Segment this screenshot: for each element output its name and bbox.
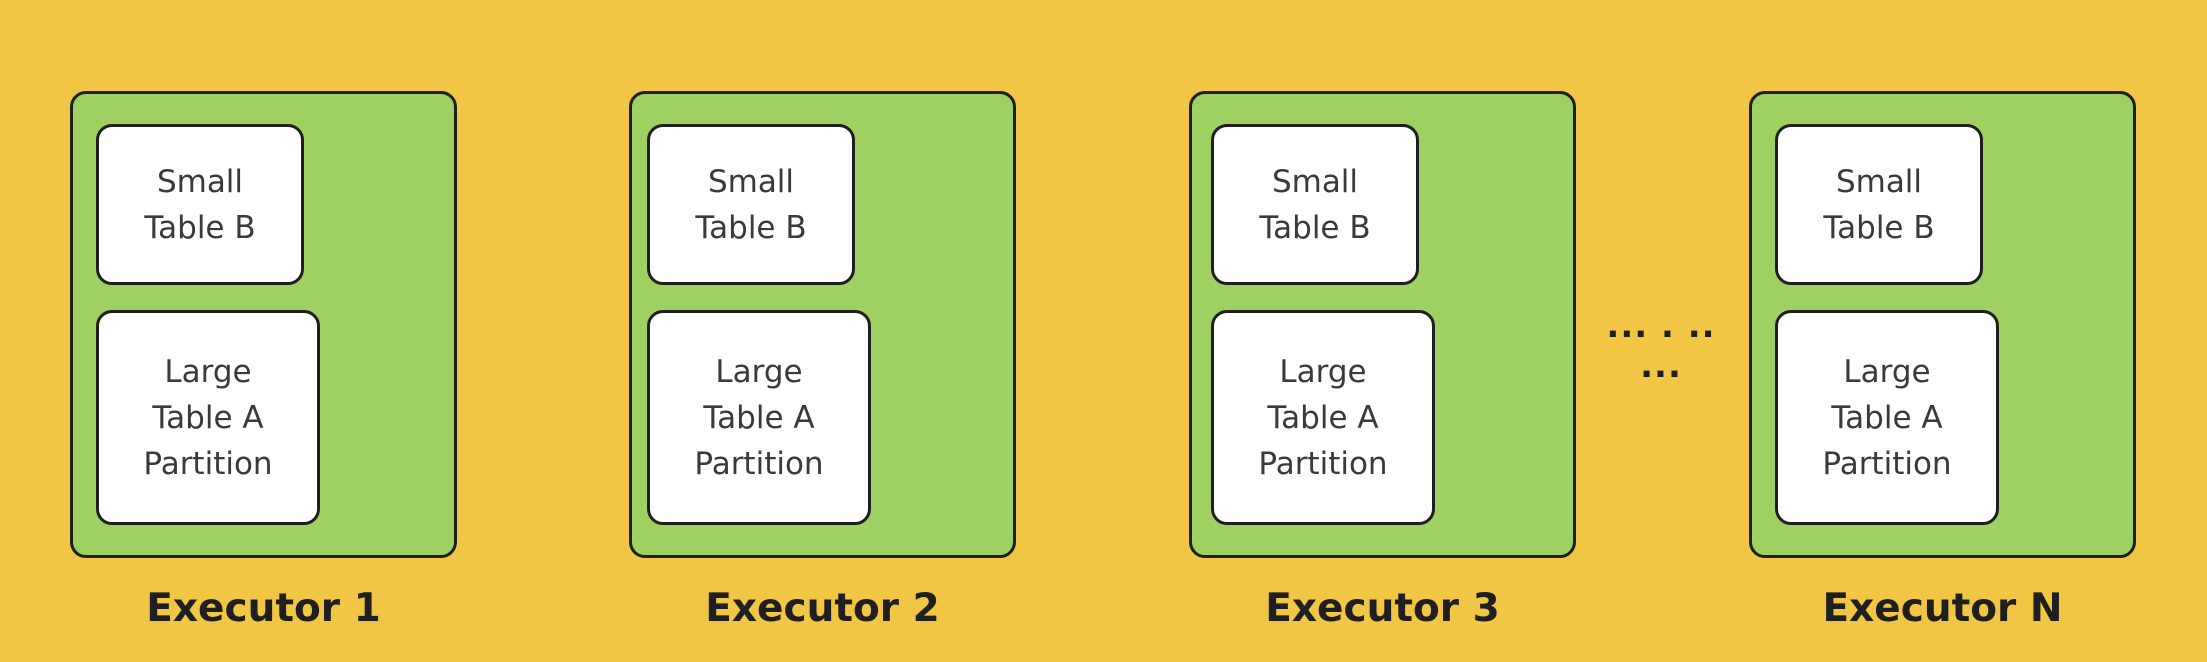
executor-n-small-table-b: Small Table B bbox=[1775, 124, 1983, 285]
large-table-line-1: Large bbox=[164, 353, 252, 390]
large-table-line-3: Partition bbox=[1822, 445, 1952, 482]
executor-2-container: Small Table B Large Table A Partition bbox=[629, 91, 1016, 558]
executor-1-small-table-b: Small Table B bbox=[96, 124, 304, 285]
small-table-line-2: Table B bbox=[144, 209, 256, 246]
executor-2-label: Executor 2 bbox=[705, 586, 940, 631]
small-table-line-1: Small bbox=[707, 163, 795, 200]
executor-3-label: Executor 3 bbox=[1265, 586, 1500, 631]
executor-n-large-table-a-partition: Large Table A Partition bbox=[1775, 310, 1999, 525]
large-table-line-3: Partition bbox=[694, 445, 824, 482]
large-table-line-2: Table A bbox=[152, 399, 264, 436]
small-table-line-2: Table B bbox=[1823, 209, 1935, 246]
small-table-line-1: Small bbox=[156, 163, 244, 200]
large-table-line-1: Large bbox=[1843, 353, 1931, 390]
large-table-line-2: Table A bbox=[1831, 399, 1943, 436]
large-table-line-3: Partition bbox=[143, 445, 273, 482]
executor-n-container: Small Table B Large Table A Partition bbox=[1749, 91, 2136, 558]
large-table-line-1: Large bbox=[715, 353, 803, 390]
executor-1-label: Executor 1 bbox=[146, 586, 381, 631]
executor-2-small-table-b: Small Table B bbox=[647, 124, 855, 285]
large-table-line-1: Large bbox=[1279, 353, 1367, 390]
ellipsis-separator: ... . .. ... bbox=[1606, 306, 1716, 386]
executor-n-label: Executor N bbox=[1822, 586, 2063, 631]
small-table-line-1: Small bbox=[1271, 163, 1359, 200]
large-table-line-2: Table A bbox=[1267, 399, 1379, 436]
executor-2-large-table-a-partition: Large Table A Partition bbox=[647, 310, 871, 525]
small-table-line-1: Small bbox=[1835, 163, 1923, 200]
executor-1-large-table-a-partition: Large Table A Partition bbox=[96, 310, 320, 525]
executor-3-container: Small Table B Large Table A Partition bbox=[1189, 91, 1576, 558]
large-table-line-3: Partition bbox=[1258, 445, 1388, 482]
executor-3-large-table-a-partition: Large Table A Partition bbox=[1211, 310, 1435, 525]
large-table-line-2: Table A bbox=[703, 399, 815, 436]
small-table-line-2: Table B bbox=[695, 209, 807, 246]
small-table-line-2: Table B bbox=[1259, 209, 1371, 246]
executor-1-container: Small Table B Large Table A Partition bbox=[70, 91, 457, 558]
executor-3-small-table-b: Small Table B bbox=[1211, 124, 1419, 285]
